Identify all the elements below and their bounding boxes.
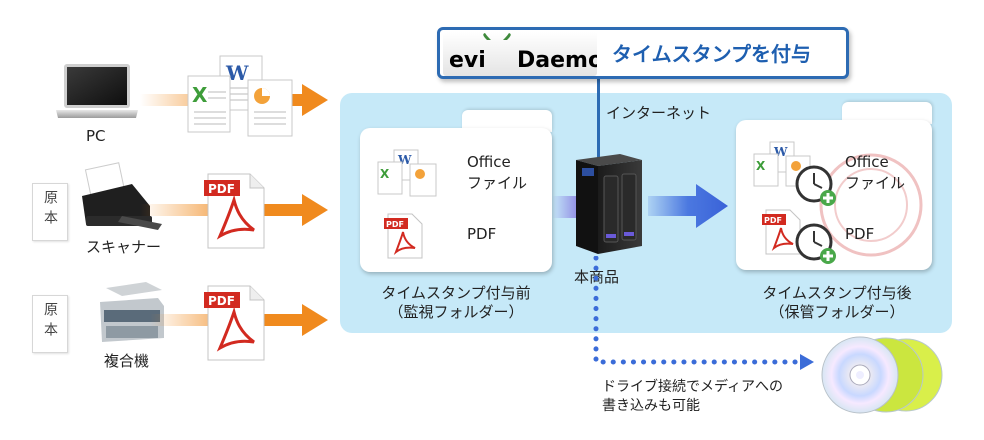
pdf-doc-icon-1: PDF (204, 172, 268, 250)
optical-disc-icon (820, 334, 944, 416)
pdf-doc-icon-2: PDF (204, 284, 268, 362)
nas-device-icon (574, 150, 644, 256)
before-office-label-1: Office (467, 153, 511, 171)
source-label-mfp: 複合機 (104, 352, 150, 370)
before-office-label-2: ファイル (467, 174, 528, 192)
scanner-icon (72, 162, 164, 236)
excel-letter: X (756, 159, 766, 173)
logo-suffix: Daemon (517, 48, 597, 73)
dotted-connector (588, 255, 828, 372)
after-office-label-2: ファイル (845, 174, 906, 192)
stamp-watermark (816, 150, 926, 260)
excel-letter: X (380, 167, 390, 181)
after-pdf-icon: PDF (762, 208, 802, 256)
before-caption-1: タイムスタンプ付与前 (381, 284, 531, 302)
before-pdf-icon: PDF (384, 212, 424, 260)
multifunction-printer-icon (96, 280, 168, 350)
before-pdf-label: PDF (467, 225, 497, 243)
laptop-icon (52, 62, 142, 122)
internet-line (597, 78, 600, 158)
after-pdf-label: PDF (845, 225, 875, 243)
original-tag-text: 原本 (42, 302, 58, 342)
pdf-letter: PDF (386, 220, 404, 229)
after-caption-2: （保管フォルダー） (769, 303, 905, 321)
clock-icon (794, 164, 838, 208)
evidaemon-logo-icon: evi Daemon (449, 33, 619, 73)
after-office-icon: W X (752, 140, 832, 200)
before-folder-tab (462, 110, 552, 132)
after-caption-1: タイムスタンプ付与後 (762, 284, 912, 302)
clock-icon (794, 222, 838, 266)
after-office-label-1: Office (845, 153, 889, 171)
source-label-scanner: スキャナー (86, 238, 162, 256)
pdf-letter: PDF (208, 182, 235, 196)
after-folder-tab (842, 102, 932, 124)
excel-letter: X (192, 83, 208, 107)
internet-label: インターネット (606, 104, 712, 122)
office-docs-icon: W X (186, 54, 306, 140)
original-tag-2: 原本 (32, 295, 68, 353)
logo-prefix: evi (449, 48, 486, 73)
evidaemon-logo: evi Daemon (443, 32, 619, 76)
original-tag-1: 原本 (32, 183, 68, 241)
pdf-letter: PDF (208, 294, 235, 308)
pdf-letter: PDF (764, 216, 782, 225)
before-caption-2: （監視フォルダー） (388, 303, 524, 321)
original-tag-text: 原本 (42, 190, 58, 230)
banner-title: タイムスタンプを付与 (612, 42, 811, 66)
blue-arrow (648, 182, 730, 230)
media-text-2: 書き込みも可能 (602, 398, 700, 414)
before-office-icon: W X (376, 148, 440, 198)
source-label-pc: PC (86, 127, 106, 145)
media-text-1: ドライブ接続でメディアへの (602, 379, 784, 395)
